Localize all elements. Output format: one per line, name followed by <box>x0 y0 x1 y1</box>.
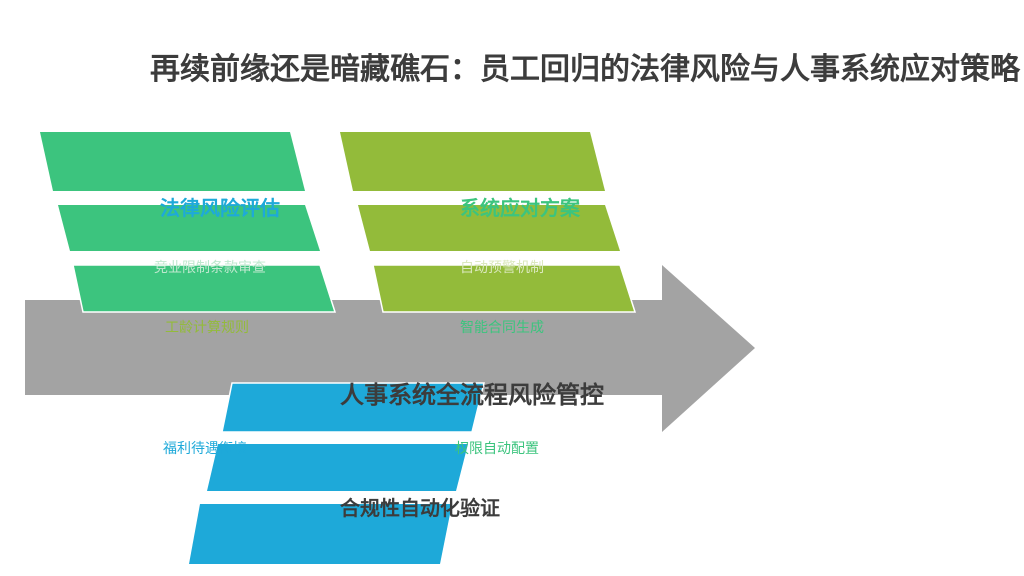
bottom-label: 合规性自动化验证 <box>340 498 500 520</box>
left-group-item-2: 工龄计算规则 <box>165 319 249 335</box>
right-group-heading: 系统应对方案 <box>460 198 580 220</box>
right-group-item-1: 自动预警机制 <box>460 259 544 275</box>
page-title: 再续前缘还是暗藏礁石：员工回归的法律风险与人事系统应对策略 <box>150 53 1020 86</box>
bottom-band-3 <box>189 504 452 564</box>
right-band-3 <box>372 264 637 313</box>
center-label: 人事系统全流程风险管控 <box>340 382 604 409</box>
left-group-heading: 法律风险评估 <box>160 198 280 220</box>
left-group-item-1: 竞业限制条款审查 <box>154 259 266 275</box>
right-group-item-2: 智能合同生成 <box>460 319 544 335</box>
bottom-group-item-1: 福利待遇衔接 <box>163 440 247 456</box>
right-band-1 <box>340 132 605 191</box>
bottom-band-2 <box>207 444 468 491</box>
left-band-1 <box>40 132 305 191</box>
left-band-2 <box>58 205 320 251</box>
bottom-group-item-2: 权限自动配置 <box>455 440 539 456</box>
right-band-2 <box>358 205 620 251</box>
bottom-band-1 <box>221 382 485 433</box>
left-band-3 <box>72 264 337 313</box>
